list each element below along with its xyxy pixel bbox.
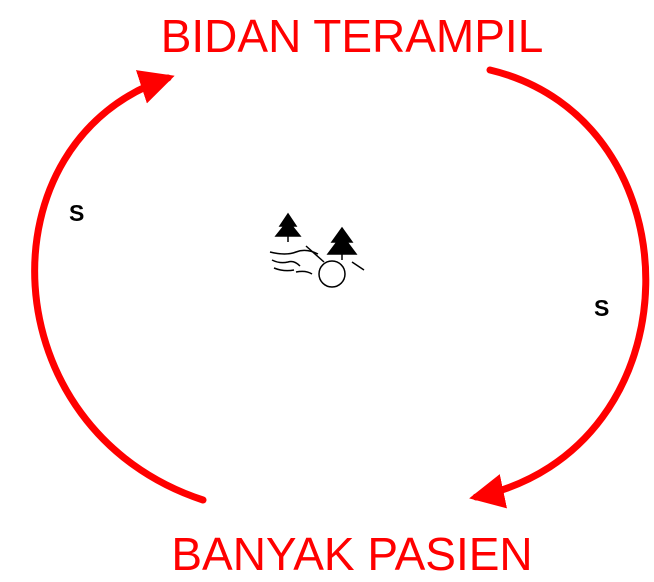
bottom-label: BANYAK PASIEN [0, 528, 654, 580]
left-s-marker: S [69, 200, 84, 226]
right-s-marker: S [594, 295, 609, 321]
right-cycle-arrow [476, 70, 646, 497]
top-label: BIDAN TERAMPIL [0, 10, 654, 62]
left-cycle-arrow [35, 78, 203, 500]
hand-with-trees-clipart-icon [266, 212, 366, 292]
